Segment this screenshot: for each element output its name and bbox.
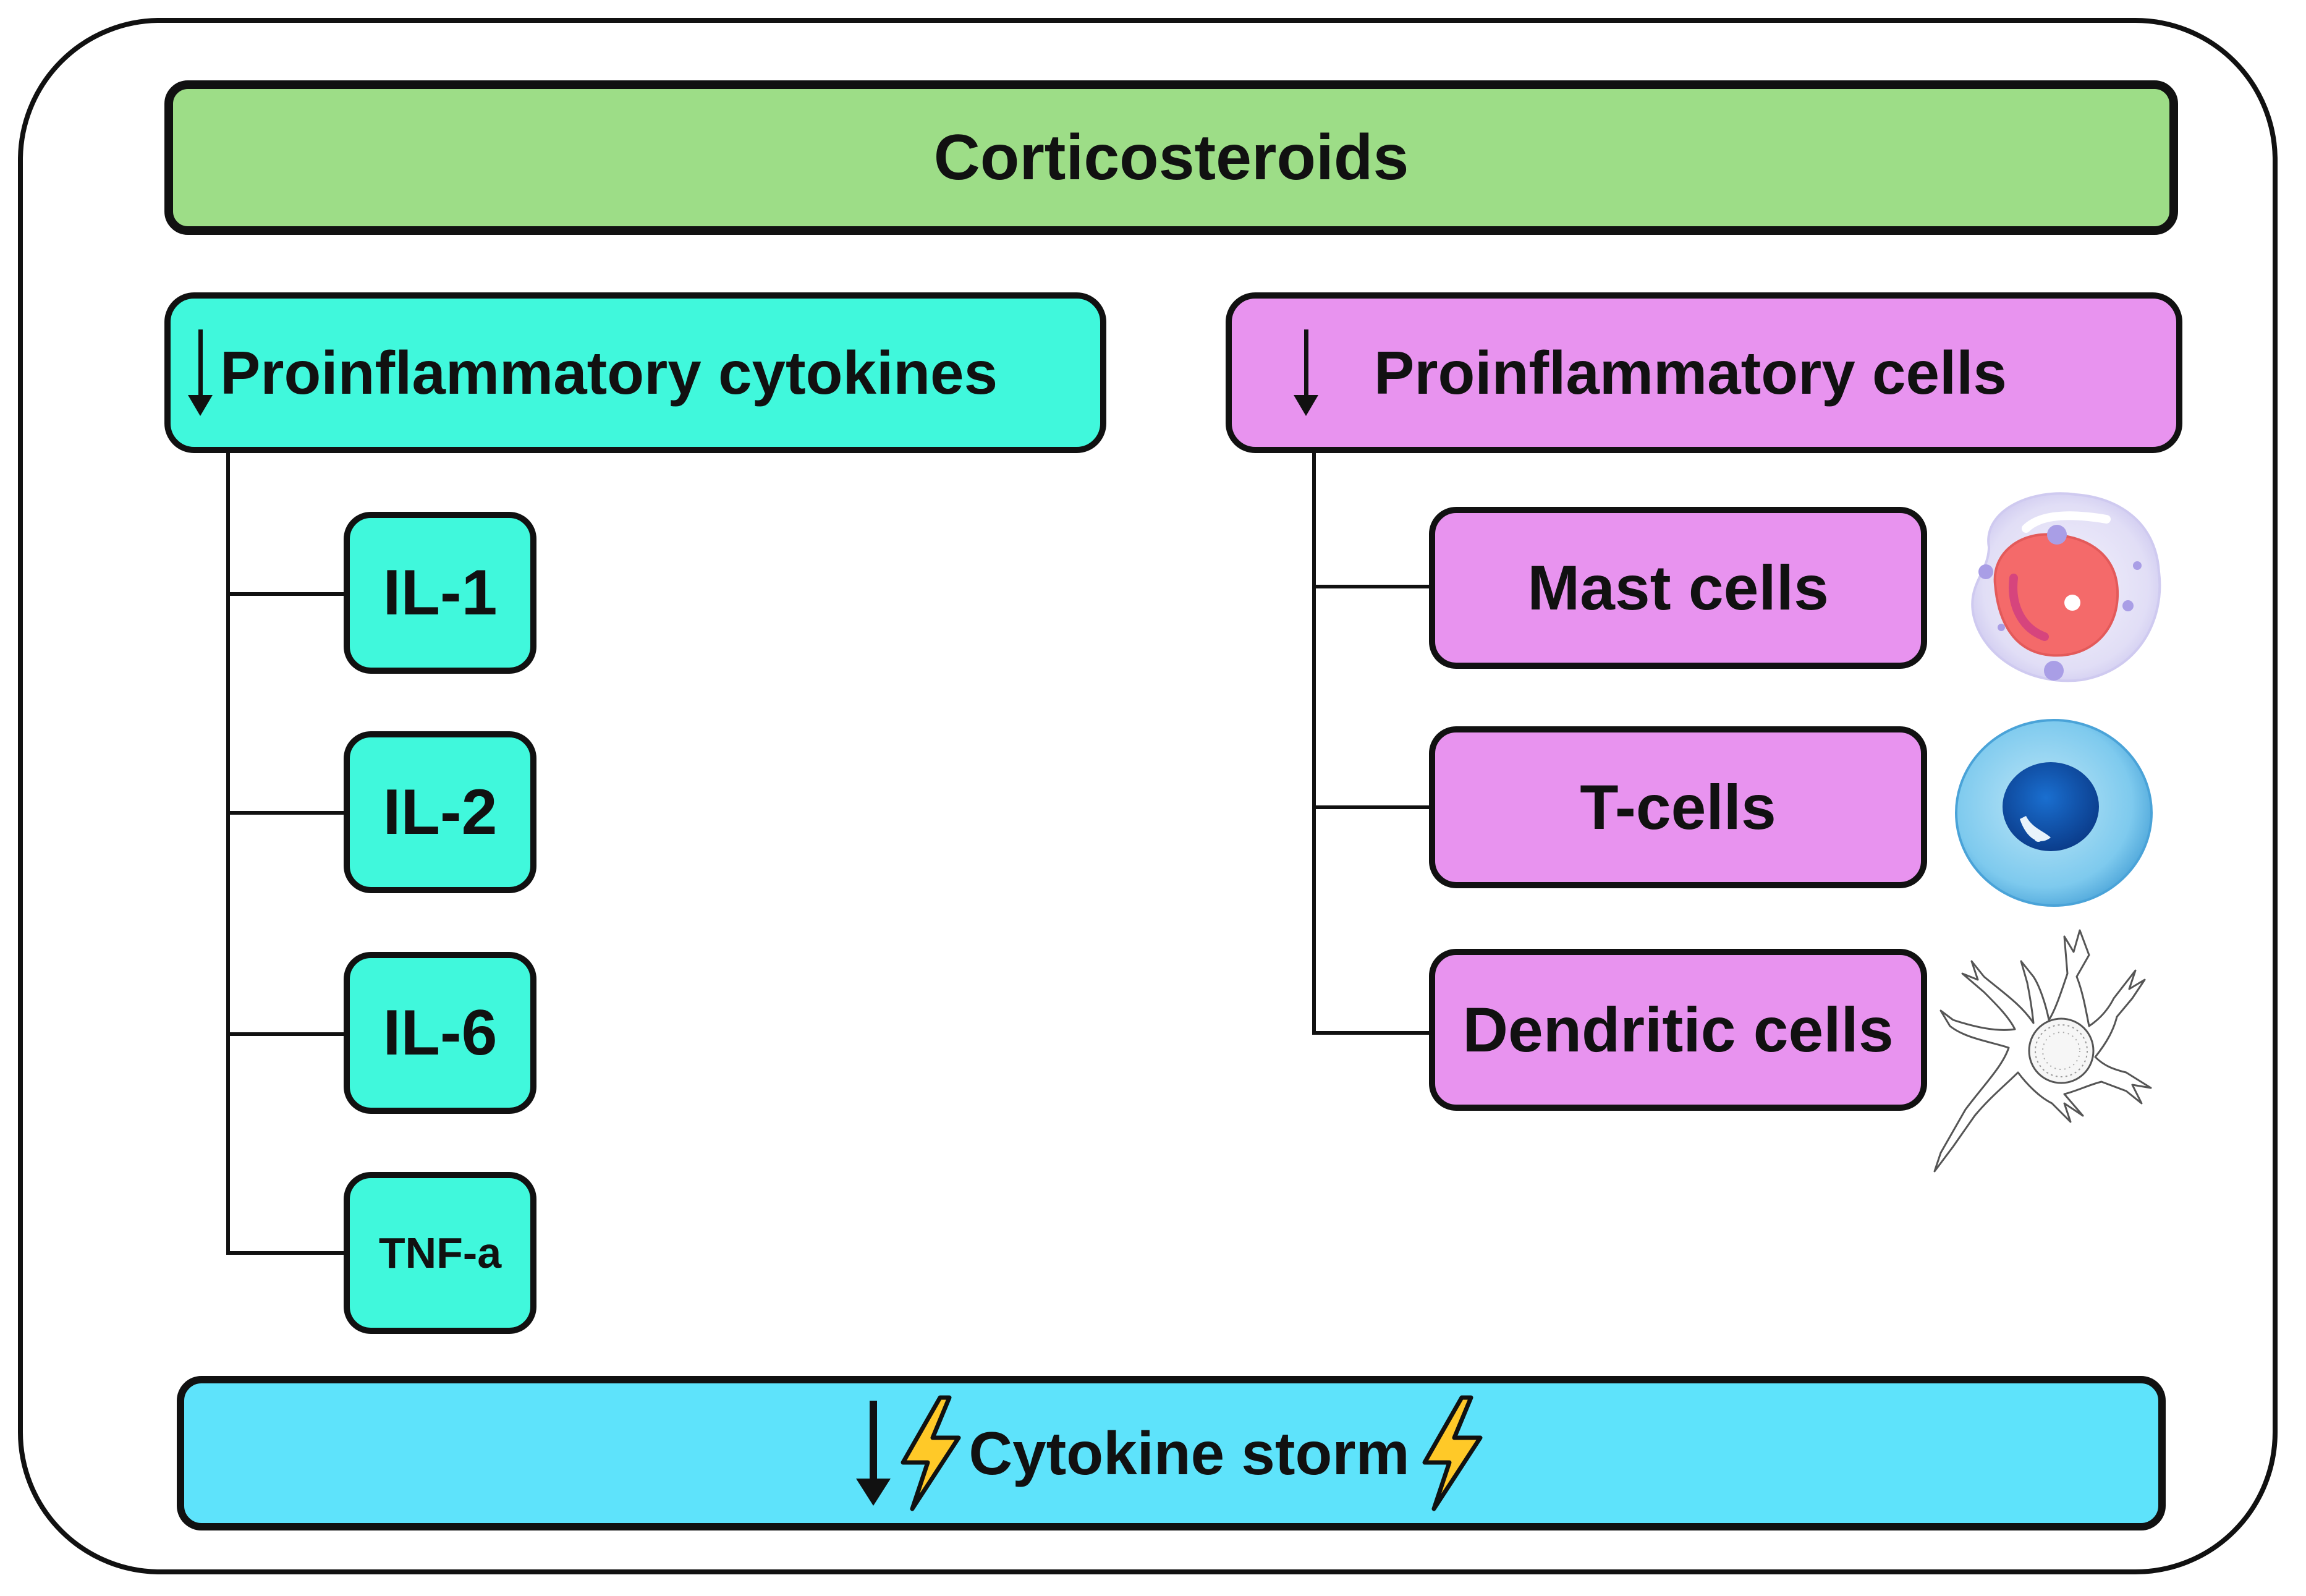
down-arrow-icon [1294, 329, 1318, 416]
cytokine-box-il6: IL-6 [344, 952, 536, 1114]
cytokine-branch-line [226, 811, 346, 815]
cytokine-label: IL-1 [383, 556, 498, 629]
dendritic-cell-icon [1933, 929, 2152, 1173]
cell-box-mast: Mast cells [1429, 507, 1927, 669]
cells-branch-line [1312, 805, 1431, 809]
proinflammatory-cytokines-header: Proinflammatory cytokines [164, 292, 1106, 453]
cytokine-trunk-line [226, 453, 230, 1255]
cell-box-dendritic: Dendritic cells [1429, 949, 1927, 1111]
cytokine-branch-line [226, 592, 346, 596]
cytokine-label: IL-2 [383, 776, 498, 848]
cytokine-storm-label: Cytokine storm [969, 1419, 1410, 1487]
mast-cell-icon [1971, 492, 2161, 682]
cytokine-branch-line [226, 1032, 346, 1036]
cytokine-storm-box: Cytokine storm [177, 1376, 2166, 1530]
cells-branch-line [1312, 1031, 1431, 1035]
t-cell-icon [1955, 719, 2153, 907]
cytokine-box-il2: IL-2 [344, 731, 536, 893]
down-arrow-icon [856, 1401, 891, 1506]
cell-label: Mast cells [1527, 552, 1829, 623]
cytokine-branch-line [226, 1251, 346, 1255]
corticosteroids-label: Corticosteroids [933, 121, 1409, 193]
down-arrow-icon [188, 329, 213, 416]
cytokine-label: TNF-a [378, 1229, 502, 1277]
lightning-bolt-icon [901, 1395, 961, 1511]
cytokine-box-il1: IL-1 [344, 512, 536, 674]
cell-label: T-cells [1580, 771, 1776, 843]
cells-trunk-line [1312, 453, 1316, 1035]
proinflammatory-cells-header: Proinflammatory cells [1226, 292, 2182, 453]
cytokine-label: IL-6 [383, 996, 498, 1069]
cell-label: Dendritic cells [1462, 994, 1894, 1065]
proinflammatory-cytokines-label: Proinflammatory cytokines [220, 338, 998, 407]
corticosteroids-box: Corticosteroids [164, 80, 2178, 235]
lightning-bolt-icon [1422, 1395, 1483, 1511]
cell-box-t: T-cells [1429, 726, 1927, 888]
proinflammatory-cells-label: Proinflammatory cells [1374, 338, 2007, 407]
cells-branch-line [1312, 585, 1431, 588]
cytokine-box-tnfa: TNF-a [344, 1172, 536, 1334]
